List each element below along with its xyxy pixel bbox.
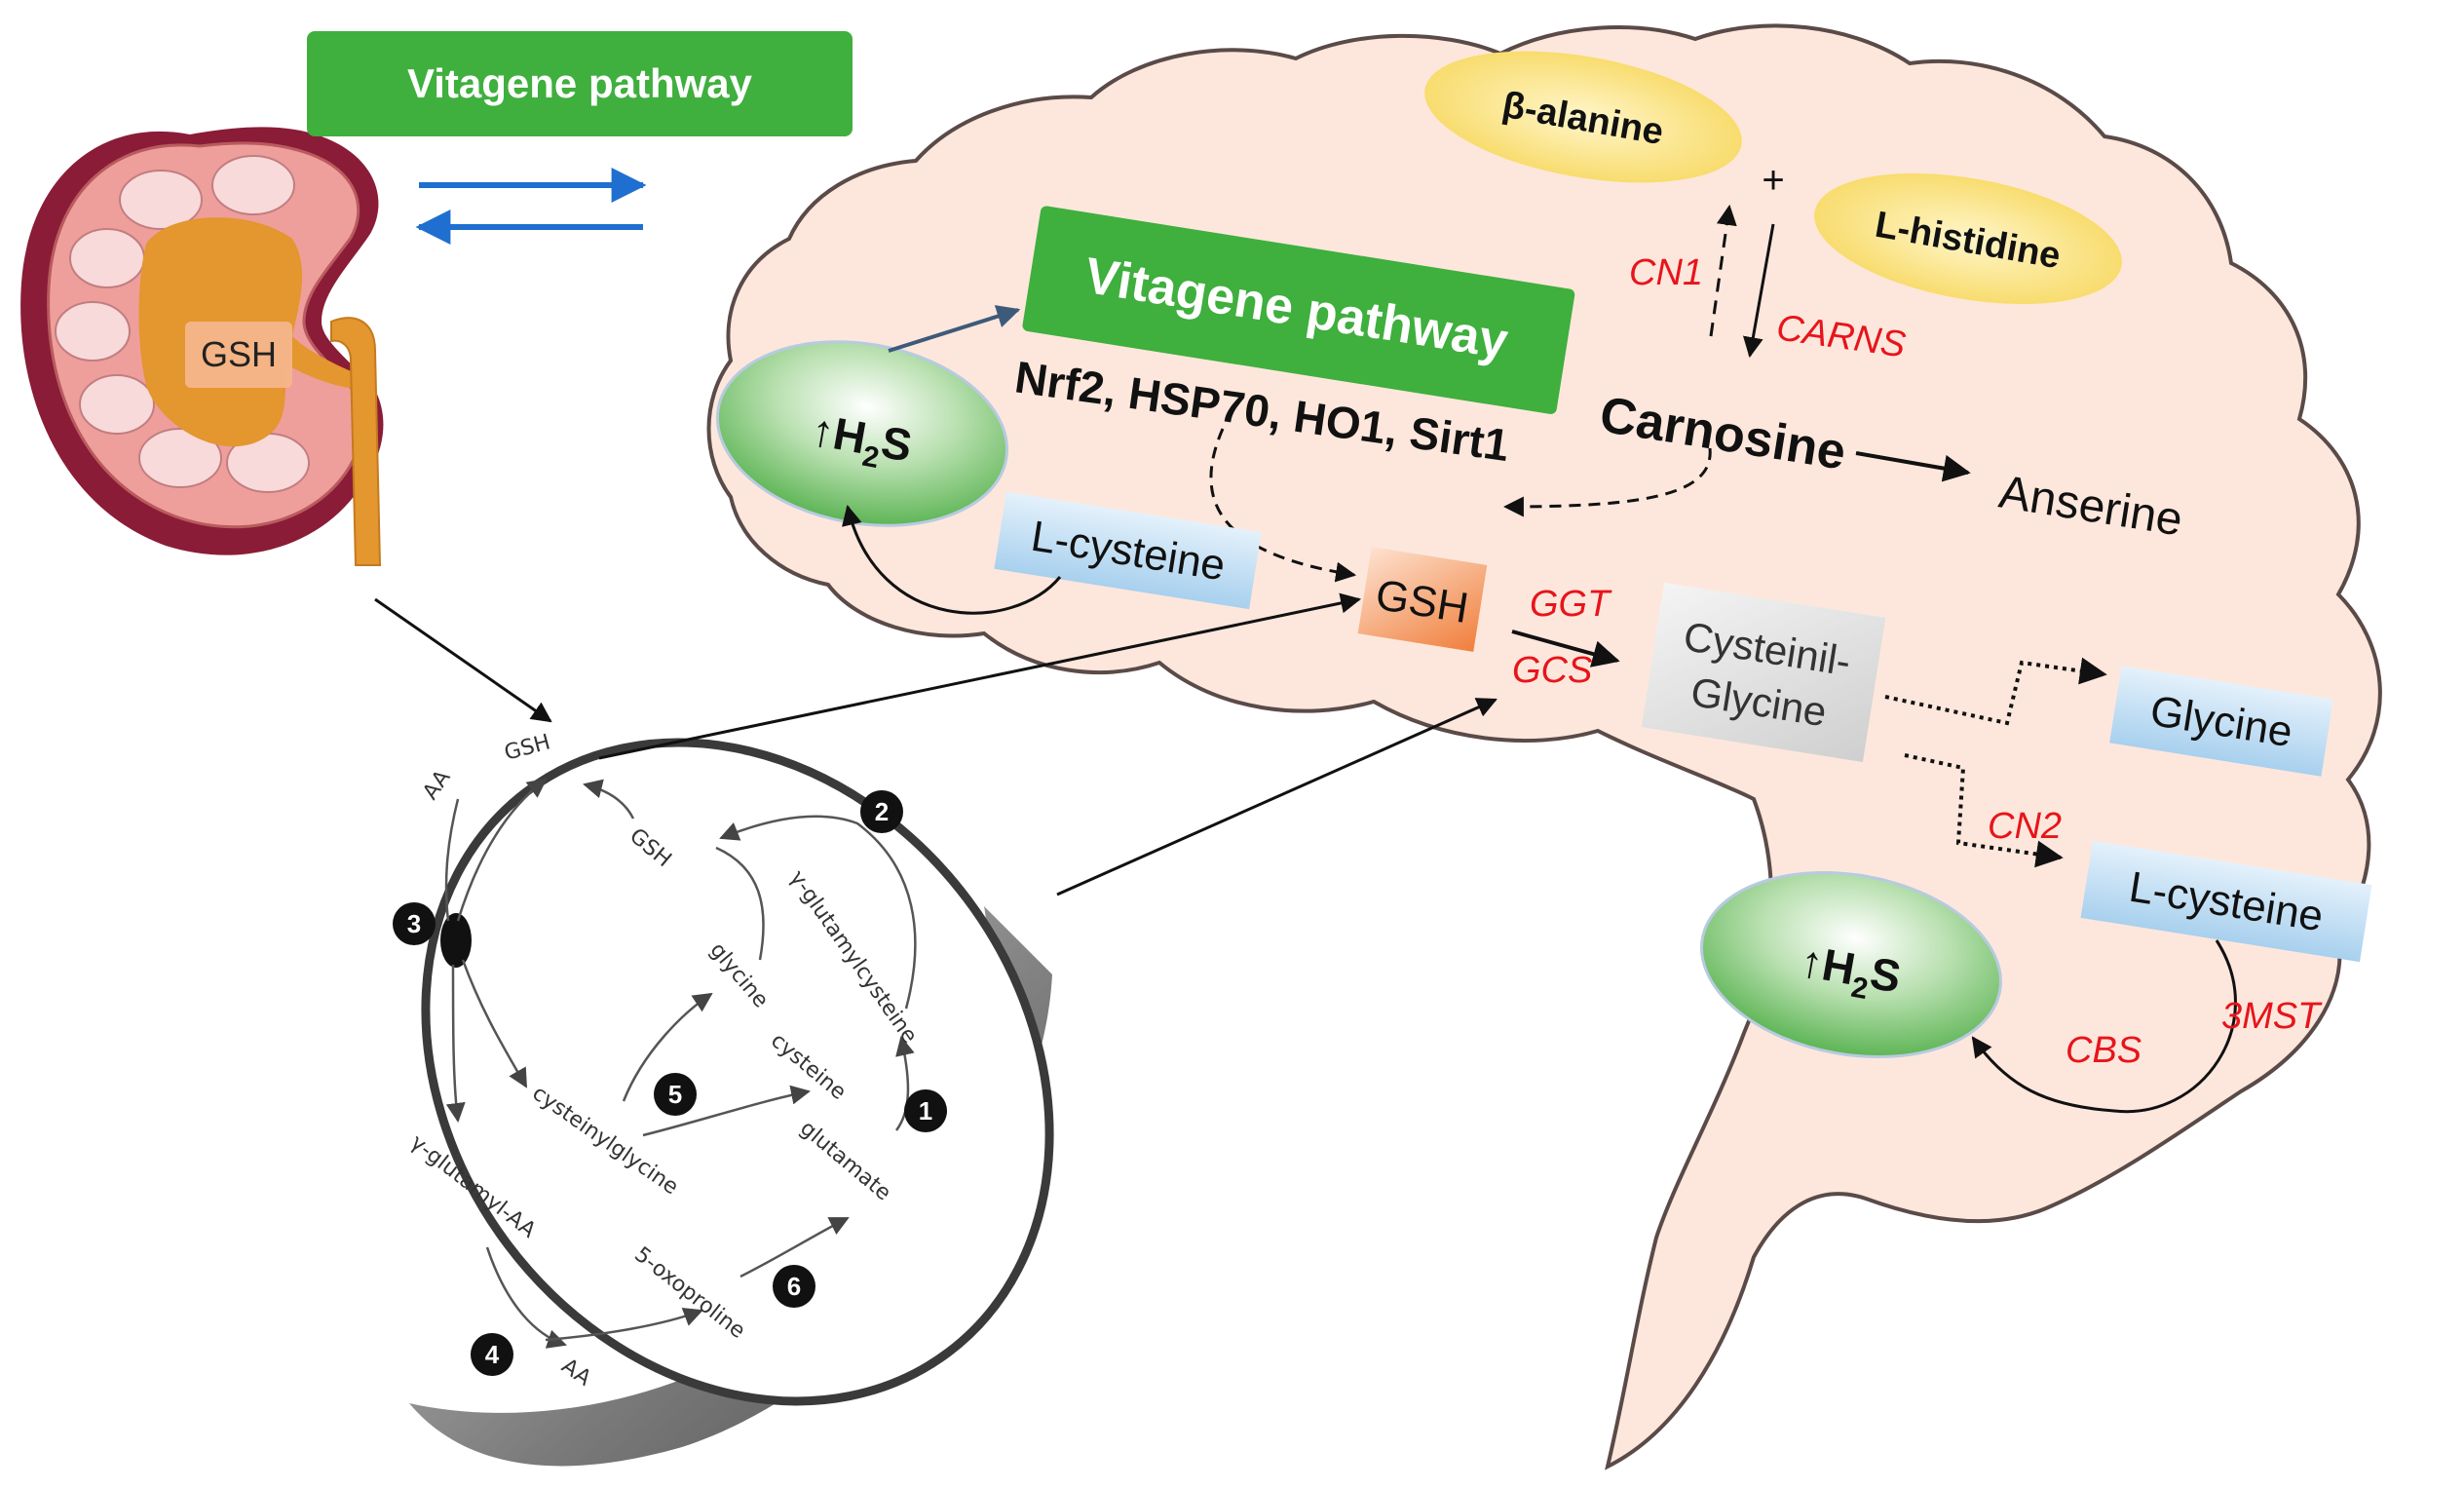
cell-step-badges: 2 3 5 1 6 4 [393,790,947,1376]
l-cysteine-to-h2s-right-arrow [1971,939,2237,1114]
step-badge-2: 2 [860,790,903,833]
gsh-brain-node: GSH [1357,547,1488,652]
brain-outline [706,23,2382,1470]
top-vitagene-banner: Vitagene pathway [307,31,853,136]
svg-text:2: 2 [875,797,889,826]
cysteinil-to-glycine-arrow [1884,657,2107,726]
h2s-left-node: ↑H2S [715,340,1009,527]
cbs-label: CBS [2066,1030,2142,1071]
kidney-gsh-label: GSH [201,334,277,374]
step-badge-3: 3 [393,902,436,945]
cysteinil-glycine-node: Cysteinil- Glycine [1641,582,1886,763]
ggt-label: GGT [1530,584,1612,625]
cell-aa-top-label: AA [418,766,455,805]
kidney-illustration: GSH [20,127,384,566]
svg-text:3: 3 [407,909,421,938]
cell-to-gcs-arrow [1056,698,1497,897]
l-cysteine-right-node: L-cysteine [2080,840,2372,963]
l-histidine-node: L-histidine [1814,172,2122,305]
plus-sign: + [1762,159,1784,202]
l-cysteine-to-h2s-arrow [842,504,1062,615]
top-vitagene-banner-label: Vitagene pathway [407,60,753,106]
svg-text:4: 4 [485,1340,500,1369]
cell-to-gsh-arrow [598,592,1362,760]
svg-text:6: 6 [787,1272,801,1301]
cysteinil-to-l-cysteine-arrow [1904,753,2064,868]
cell-gsh-out-label: GSH [502,730,552,765]
l-cysteine-left-node: L-cysteine [994,491,1262,610]
carnosine-to-anserine-arrow [1855,451,1971,482]
cell-aa-bottom-label: AA [557,1354,596,1391]
step-badge-5: 5 [654,1073,697,1116]
h2s-right-node: ↑H2S [1700,870,2002,1059]
cn1-label: CN1 [1629,252,1703,293]
step-badge-6: 6 [773,1265,815,1308]
gsh-to-cysteinil-arrow [1511,630,1620,668]
gcs-label: GCS [1512,650,1592,691]
vitagene-to-gsh-arrow [1209,428,1357,583]
cell-illustration [409,738,1054,1467]
kidney-gsh-box [185,322,292,388]
svg-text:5: 5 [668,1080,682,1109]
carns-arrow [1742,223,1775,359]
mst-label: 3MST [2221,996,2323,1037]
cell-pathway-arrows [444,778,917,1349]
h2s-to-vitagene-arrow [888,305,1021,353]
carnosine-to-nrf2-arrow [1502,447,1712,517]
beta-alanine-node: β-alanine [1424,51,1742,183]
step-badge-1: 1 [904,1089,947,1132]
glycine-node: Glycine [2109,666,2333,777]
svg-text:1: 1 [919,1096,932,1126]
cell-transporter [440,913,472,968]
kidney-to-cell-arrow [374,597,552,723]
step-badge-4: 4 [471,1333,513,1376]
cn2-label: CN2 [1988,806,2062,847]
